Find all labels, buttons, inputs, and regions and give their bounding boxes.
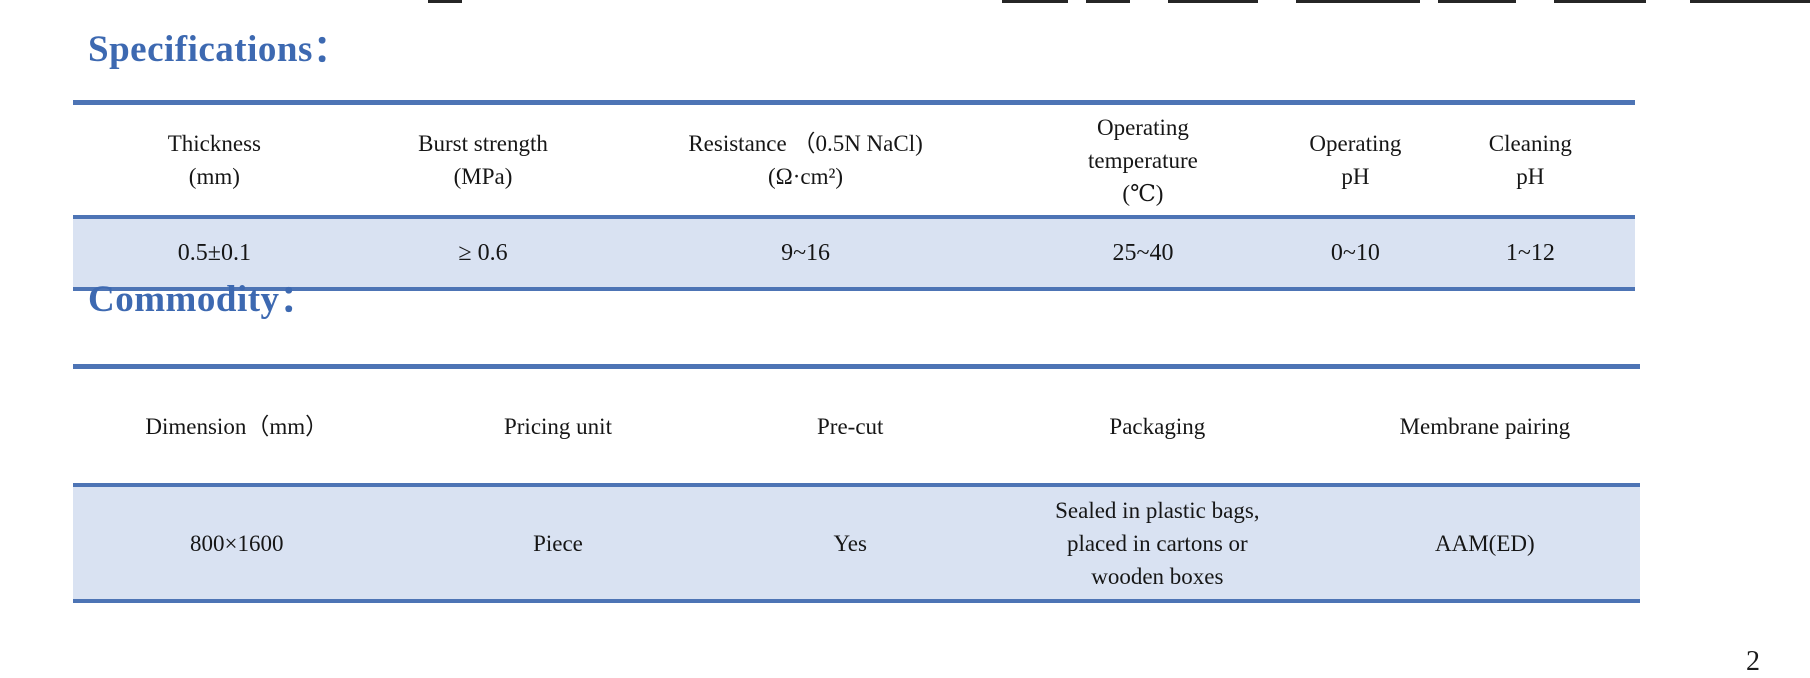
spec-header-operating-temperature: Operating temperature (℃): [1088, 114, 1198, 206]
spec-header-operating-ph: Operating pH: [1309, 131, 1402, 189]
spec-table-mid-rule: [73, 215, 1635, 219]
commodity-header-membrane-pairing: Membrane pairing: [1399, 413, 1571, 439]
spec-value-thickness: 0.5±0.1: [177, 239, 251, 266]
commodity-value-pricing-unit: Piece: [533, 530, 583, 556]
commodity-value-pre-cut: Yes: [833, 530, 867, 556]
commodity-table-mid-rule: [73, 483, 1640, 487]
commodity-table-data-row: 800×1600 Piece Yes Sealed in plastic bag…: [73, 487, 1640, 599]
commodity-table: Dimension（mm） Pricing unit Pre-cut Packa…: [73, 364, 1640, 603]
spec-table-data-row: 0.5±0.1 ≥ 0.6 9~16 25~40 0~10 1~12: [73, 219, 1635, 287]
spec-value-operating-ph: 0~10: [1330, 239, 1380, 266]
commodity-heading: Commodity：: [88, 279, 318, 320]
commodity-value-dimension: 800×1600: [190, 530, 284, 556]
spec-header-thickness: Thickness (mm): [167, 131, 261, 189]
commodity-value-membrane-pairing: AAM(ED): [1435, 530, 1535, 556]
spec-header-cleaning-ph: Cleaning pH: [1488, 131, 1572, 189]
spec-table-bottom-rule: [73, 287, 1635, 291]
spec-header-resistance: Resistance （0.5N NaCl) (Ω·cm²): [688, 131, 923, 189]
commodity-header-pricing-unit: Pricing unit: [503, 413, 612, 439]
commodity-header-packaging: Packaging: [1109, 413, 1206, 439]
specifications-table: Thickness (mm) Burst strength (MPa) Resi…: [73, 100, 1635, 291]
specifications-heading: Specifications：: [88, 29, 351, 70]
spec-value-burst-strength: ≥ 0.6: [458, 239, 508, 266]
spec-header-burst-strength: Burst strength (MPa): [418, 131, 548, 189]
spec-table-header-row: Thickness (mm) Burst strength (MPa) Resi…: [73, 105, 1635, 215]
commodity-header-pre-cut: Pre-cut: [817, 413, 884, 439]
commodity-header-dimension: Dimension（mm）: [145, 413, 329, 439]
page-number: 2: [1746, 646, 1760, 677]
commodity-table-bottom-rule: [73, 599, 1640, 603]
commodity-table-top-rule: [73, 364, 1640, 369]
spec-value-cleaning-ph: 1~12: [1505, 239, 1555, 266]
commodity-value-packaging: Sealed in plastic bags, placed in carton…: [1055, 497, 1260, 589]
commodity-table-header-row: Dimension（mm） Pricing unit Pre-cut Packa…: [73, 369, 1640, 483]
top-edge-artifact: [0, 0, 1810, 3]
spec-value-resistance: 9~16: [781, 239, 831, 266]
spec-value-operating-temperature: 25~40: [1112, 239, 1174, 266]
spec-table-top-rule: [73, 100, 1635, 105]
